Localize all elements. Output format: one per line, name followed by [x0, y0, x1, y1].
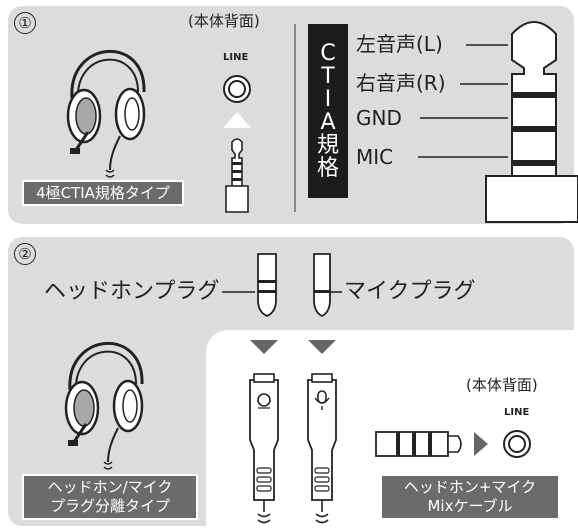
- line-jack-icon: [223, 75, 251, 103]
- mic-plug-label: マイクプラグ: [344, 279, 476, 304]
- ctia-char: 規: [316, 133, 339, 159]
- line-label-2: LINE: [504, 407, 530, 418]
- type-label-text: 4極CTIA規格タイプ: [36, 183, 170, 202]
- ctia-standard-label: C T I A 規 格: [308, 24, 348, 198]
- pin-label-left-audio: 左音声(L): [356, 32, 443, 56]
- ctia-char: T: [321, 63, 335, 89]
- back-panel-label-2: (本体背面): [466, 376, 538, 394]
- cable-label-line2: Mixケーブル: [427, 497, 513, 515]
- pin-label-mic: MIC: [356, 145, 394, 169]
- cable-label-line1: ヘッドホン+マイク: [403, 478, 537, 497]
- panel-1-number: ①: [14, 12, 36, 34]
- ctia-char: A: [320, 110, 336, 135]
- type-label-separate-plug: ヘッドホン/マイク プラグ分離タイプ: [22, 474, 198, 520]
- ctia-char: C: [320, 40, 336, 66]
- headset-icon: [66, 50, 146, 178]
- ctia-char: I: [324, 86, 332, 112]
- divider: [294, 24, 296, 212]
- headphone-plug-label: ヘッドホンプラグ: [44, 279, 220, 304]
- headset-icon: [64, 342, 144, 470]
- arrow-up-icon: [223, 112, 251, 128]
- plug-large-icon: [418, 21, 578, 223]
- back-panel-label: (本体背面): [188, 12, 260, 30]
- ctia-char: 格: [316, 156, 339, 182]
- type-label-line1: ヘッドホン/マイク: [47, 478, 173, 497]
- panel-2-number: ②: [14, 243, 36, 265]
- type-label-line2: プラグ分離タイプ: [49, 497, 170, 515]
- type-label-4pole-ctia: 4極CTIA規格タイプ: [22, 180, 184, 206]
- pin-label-right-audio: 右音声(R): [356, 71, 446, 95]
- plug-4pole-icon: [225, 138, 249, 213]
- mix-cable-label: ヘッドホン+マイク Mixケーブル: [380, 474, 560, 520]
- line-label: LINE: [223, 52, 249, 63]
- pin-label-gnd: GND: [356, 106, 402, 130]
